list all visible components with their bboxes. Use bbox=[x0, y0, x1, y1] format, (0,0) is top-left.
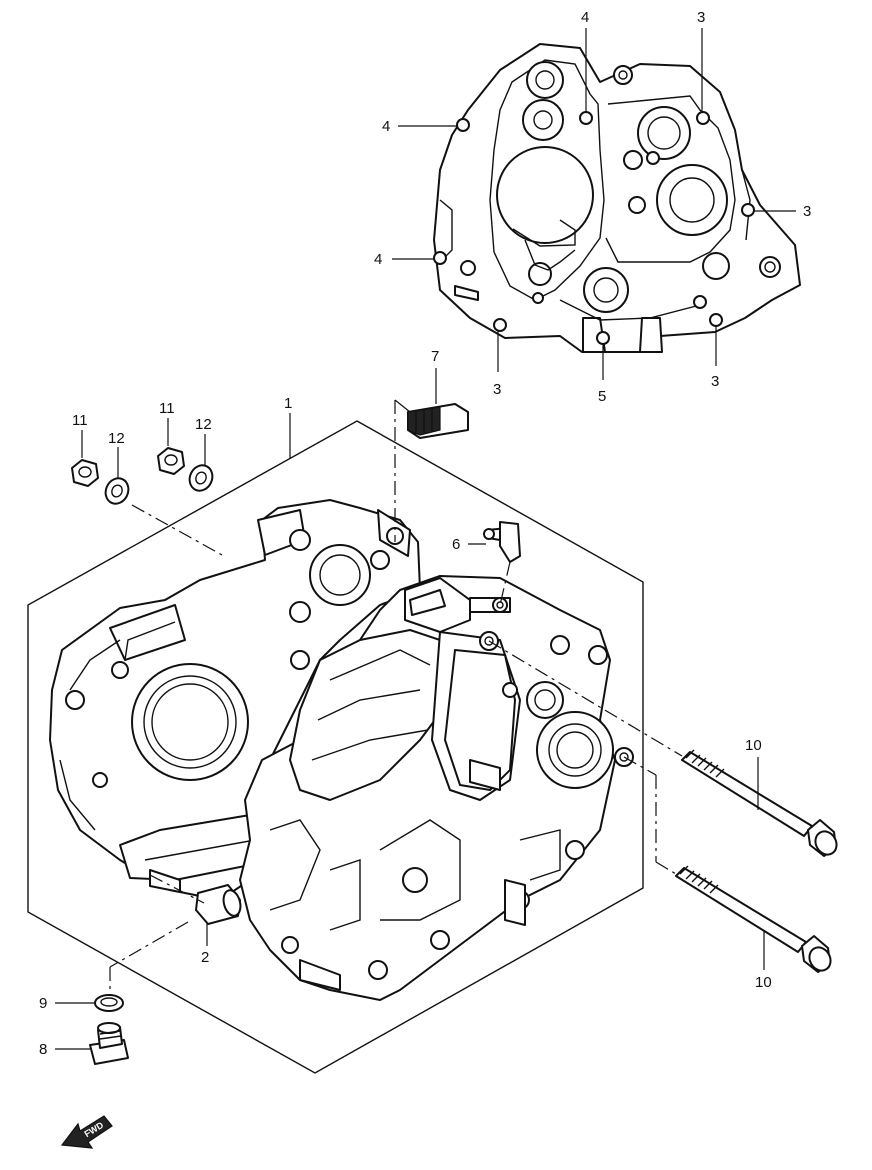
callout-3-top: 3 bbox=[697, 9, 705, 26]
callout-10-lower: 10 bbox=[755, 974, 772, 991]
bolt-lower bbox=[675, 865, 832, 973]
callout-5: 5 bbox=[598, 388, 606, 405]
callout-7: 7 bbox=[431, 348, 439, 365]
nut-right bbox=[157, 447, 185, 475]
nut-left bbox=[71, 459, 99, 487]
callout-11-left: 11 bbox=[72, 412, 88, 429]
callout-9: 9 bbox=[39, 995, 47, 1012]
drain-plug bbox=[89, 1022, 129, 1065]
callout-3-bottom-right: 3 bbox=[711, 373, 719, 390]
assembly-outline bbox=[27, 420, 644, 1074]
callout-1: 1 bbox=[284, 395, 292, 412]
leader-lines bbox=[55, 28, 796, 1050]
callout-4-top: 4 bbox=[581, 9, 589, 26]
washer-left bbox=[104, 477, 130, 505]
callouts: 4 3 4 3 4 3 5 3 7 1 11 12 11 12 6 10 10 … bbox=[39, 9, 811, 1058]
callout-10-upper: 10 bbox=[745, 737, 762, 754]
callout-4-left-lower: 4 bbox=[374, 251, 382, 268]
damper-rubber bbox=[407, 403, 469, 439]
drain-gasket bbox=[94, 994, 124, 1012]
callout-12-right: 12 bbox=[195, 416, 212, 433]
callout-6: 6 bbox=[452, 536, 460, 553]
callout-11-right: 11 bbox=[159, 400, 175, 417]
callout-12-left: 12 bbox=[108, 430, 125, 447]
fwd-arrow-icon: FWD bbox=[60, 1115, 113, 1149]
callout-2: 2 bbox=[201, 949, 209, 966]
callout-8: 8 bbox=[39, 1041, 47, 1058]
crankcase-right-half bbox=[433, 43, 801, 353]
callout-3-right: 3 bbox=[803, 203, 811, 220]
callout-4-left-upper: 4 bbox=[382, 118, 390, 135]
washer-right bbox=[188, 464, 214, 492]
bolt-upper bbox=[681, 749, 838, 857]
crankcase-assembly bbox=[27, 420, 644, 1074]
breather-fitting bbox=[483, 521, 521, 563]
callout-3-bottom-left: 3 bbox=[493, 381, 501, 398]
dowel-pin bbox=[195, 884, 242, 925]
